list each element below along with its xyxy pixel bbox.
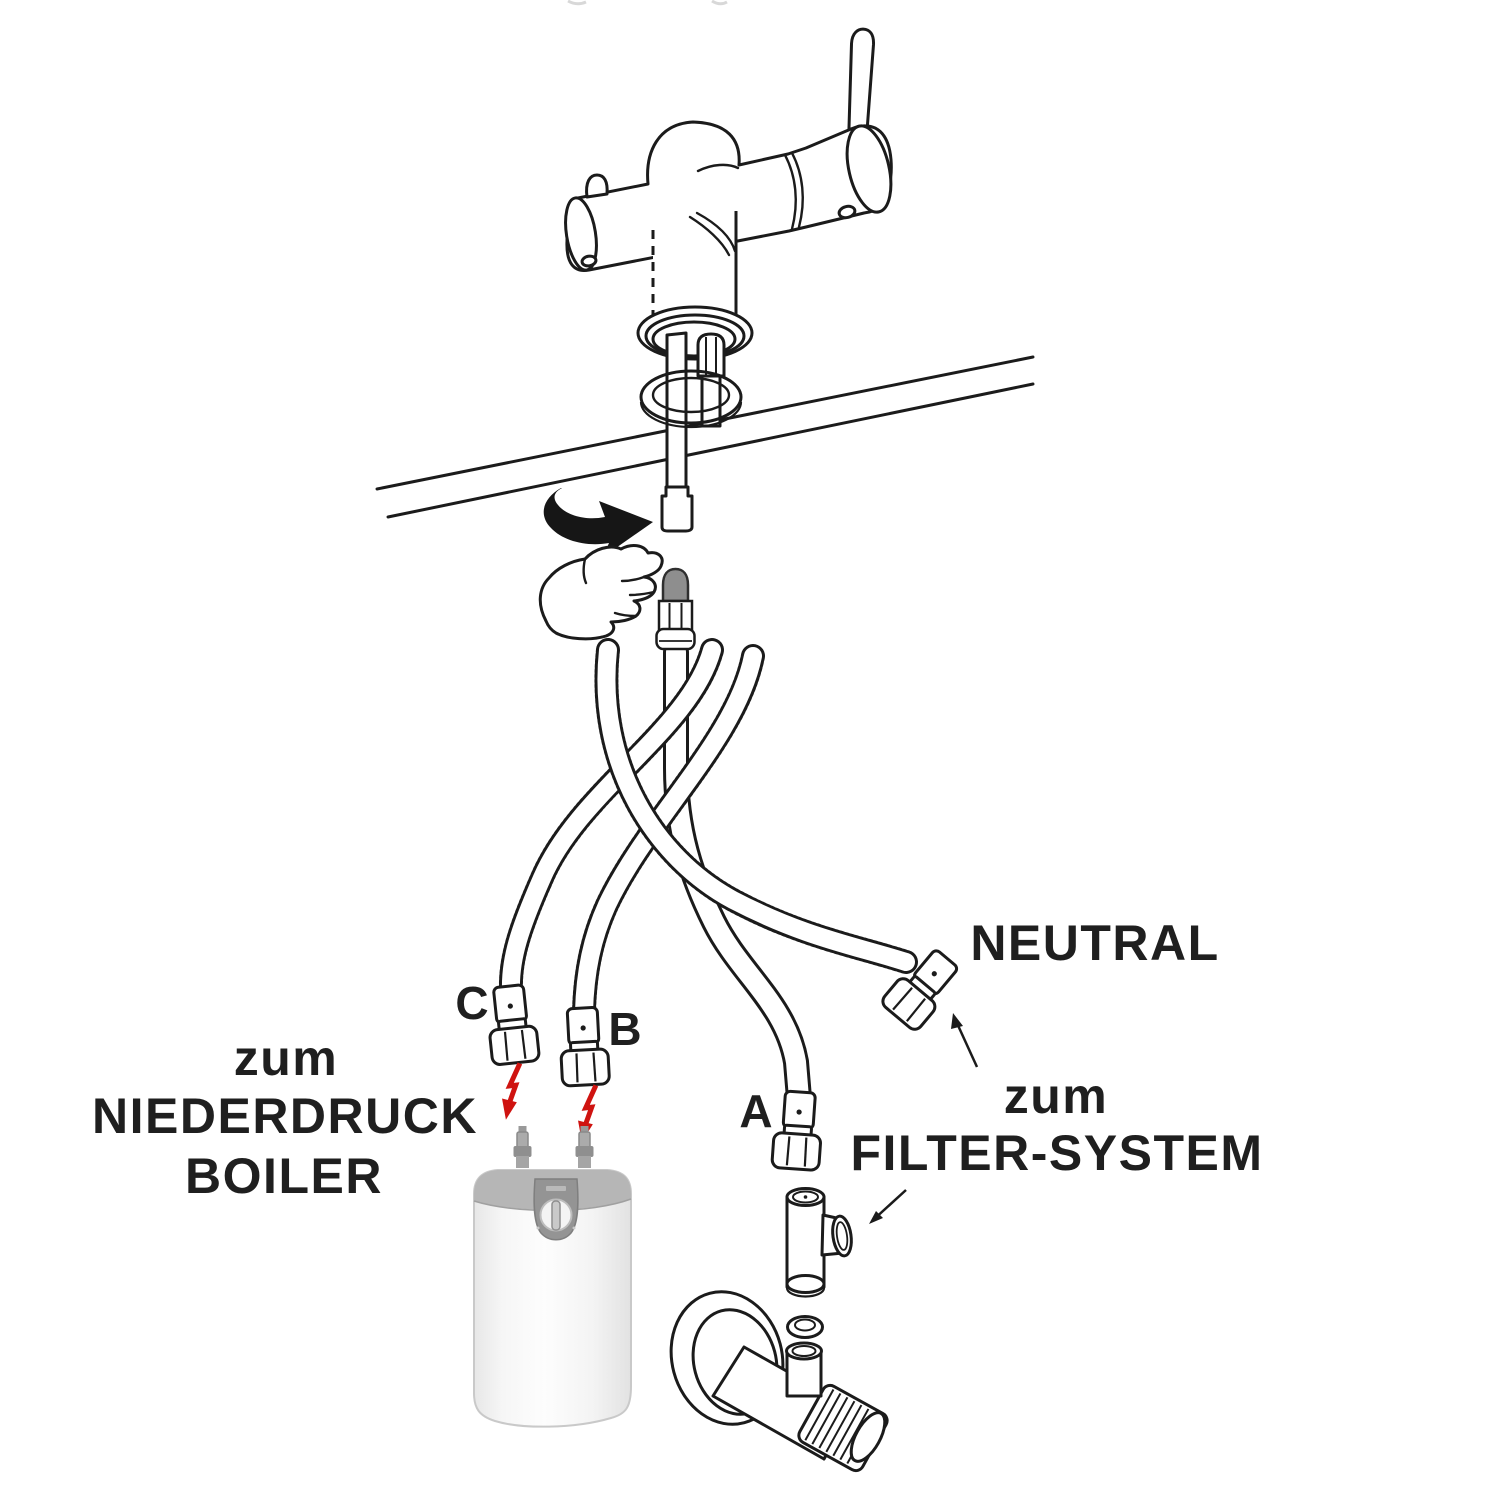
hose-neutral-fitting (881, 949, 959, 1031)
arrow-pointer-icon (951, 1013, 979, 1068)
valve-port-bore (791, 1345, 817, 1357)
boiler-fitting-left (513, 1126, 532, 1168)
rotation-arrow-icon (543, 488, 653, 557)
faucet-body (565, 120, 893, 273)
boiler-fitting-right (575, 1126, 594, 1168)
arrow-pointer-icon (869, 1189, 907, 1224)
label-filter-zum: zum (1004, 1068, 1109, 1124)
label-boiler-zum: zum (234, 1030, 339, 1086)
hose-neutral (594, 638, 918, 974)
label-filter-system: FILTER-SYSTEM (850, 1125, 1263, 1181)
label-boiler-boiler: BOILER (185, 1148, 383, 1204)
faucet-left-dot (580, 254, 598, 268)
crop-artifacts (567, 0, 728, 6)
boiler-dial-lever (551, 1200, 561, 1231)
label-hose-c: C (455, 977, 488, 1029)
o-ring-outer (639, 369, 743, 425)
faucet-dome-line (696, 163, 740, 173)
faucet (564, 27, 893, 316)
labels: C B A NEUTRAL zum NIEDERDRUCK BOILER zum… (92, 915, 1263, 1204)
hand-icon (538, 544, 664, 641)
hose-b (572, 644, 765, 1024)
boiler-body (473, 1169, 632, 1428)
label-hose-a: A (739, 1085, 772, 1137)
faucet-left-cap (564, 196, 598, 272)
hose-c (498, 638, 724, 1002)
label-neutral: NEUTRAL (970, 915, 1219, 971)
mounting-nut (660, 485, 694, 533)
lightning-bolt-icon (502, 1062, 523, 1120)
label-hose-b: B (608, 1003, 641, 1055)
faucet-cap-dot (837, 204, 857, 220)
faucet-nub (585, 173, 609, 199)
faucet-seam-line-2 (790, 151, 804, 229)
hose-a (663, 639, 812, 1111)
boiler-panel-label (546, 1186, 566, 1191)
boiler (473, 1126, 632, 1428)
angle-valve-assembly (669, 1187, 889, 1473)
hose-a-connector (655, 567, 696, 651)
hose-a-fitting (770, 1089, 822, 1172)
faucet-lever (847, 27, 875, 135)
label-boiler-niederdruck: NIEDERDRUCK (92, 1088, 478, 1144)
mounting-assembly (636, 305, 754, 533)
hose-c-fitting (488, 983, 541, 1066)
t-adapter (785, 1187, 853, 1298)
valve-knob-face (849, 1411, 887, 1463)
faucet-down-tube (651, 209, 738, 316)
hose-nipple (696, 332, 726, 378)
o-ring-inner (651, 376, 731, 414)
faucet-right-cap (845, 124, 893, 214)
o-ring-thickness (639, 401, 743, 429)
hose-b-fitting (559, 1006, 611, 1088)
gasket (786, 1315, 824, 1339)
faucet-seam-line (783, 153, 797, 231)
